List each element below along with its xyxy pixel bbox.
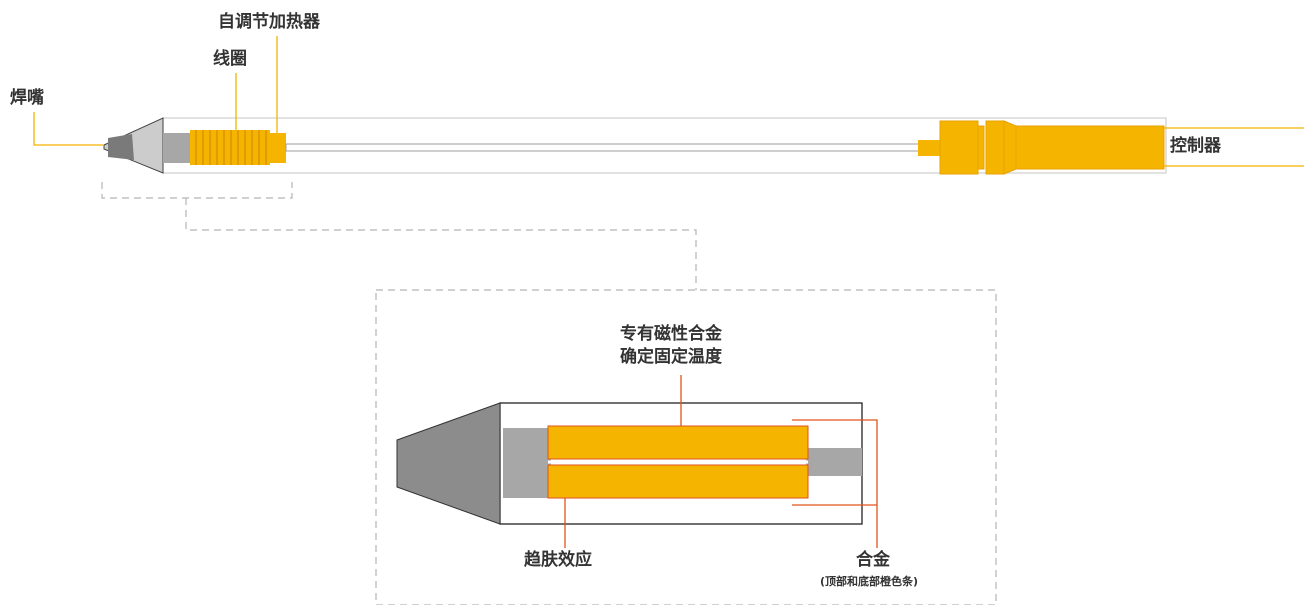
alloy-magnet-label-1: 专有磁性合金 [620,324,722,344]
detail-shaft [806,448,862,476]
heater-label: 自调节加热器 [218,12,320,32]
connector-ring2 [985,120,1005,175]
connector-taper [1003,120,1017,175]
coil-label: 线圈 [213,49,247,69]
tip-leader [33,112,104,146]
controller [1015,125,1165,170]
heater [270,133,286,163]
skin-effect-label: 趋肤效应 [524,550,592,570]
tip-cone [103,117,164,174]
coil [190,130,270,165]
alloy-magnet-label-2: 确定固定温度 [620,347,722,367]
connector-body [939,120,979,175]
detail-alloy-top [547,425,809,460]
controller-leaders [1164,127,1304,167]
detail-alloy-bottom [547,464,809,499]
tip-label: 焊嘴 [10,88,44,108]
alloy-note: (顶部和底部橙色条) [820,575,919,588]
tip-point [108,134,134,160]
connector-ring1 [977,125,985,170]
shaft [285,143,922,152]
coil-windings [195,130,267,165]
alloy-label: 合金 [856,550,890,570]
controller-label: 控制器 [1170,136,1221,156]
callout-dashes [101,182,997,605]
detail-core-gray [503,428,551,498]
tip-body [163,133,193,163]
detail-tip-cone [396,402,501,525]
connector-stub [918,140,940,156]
